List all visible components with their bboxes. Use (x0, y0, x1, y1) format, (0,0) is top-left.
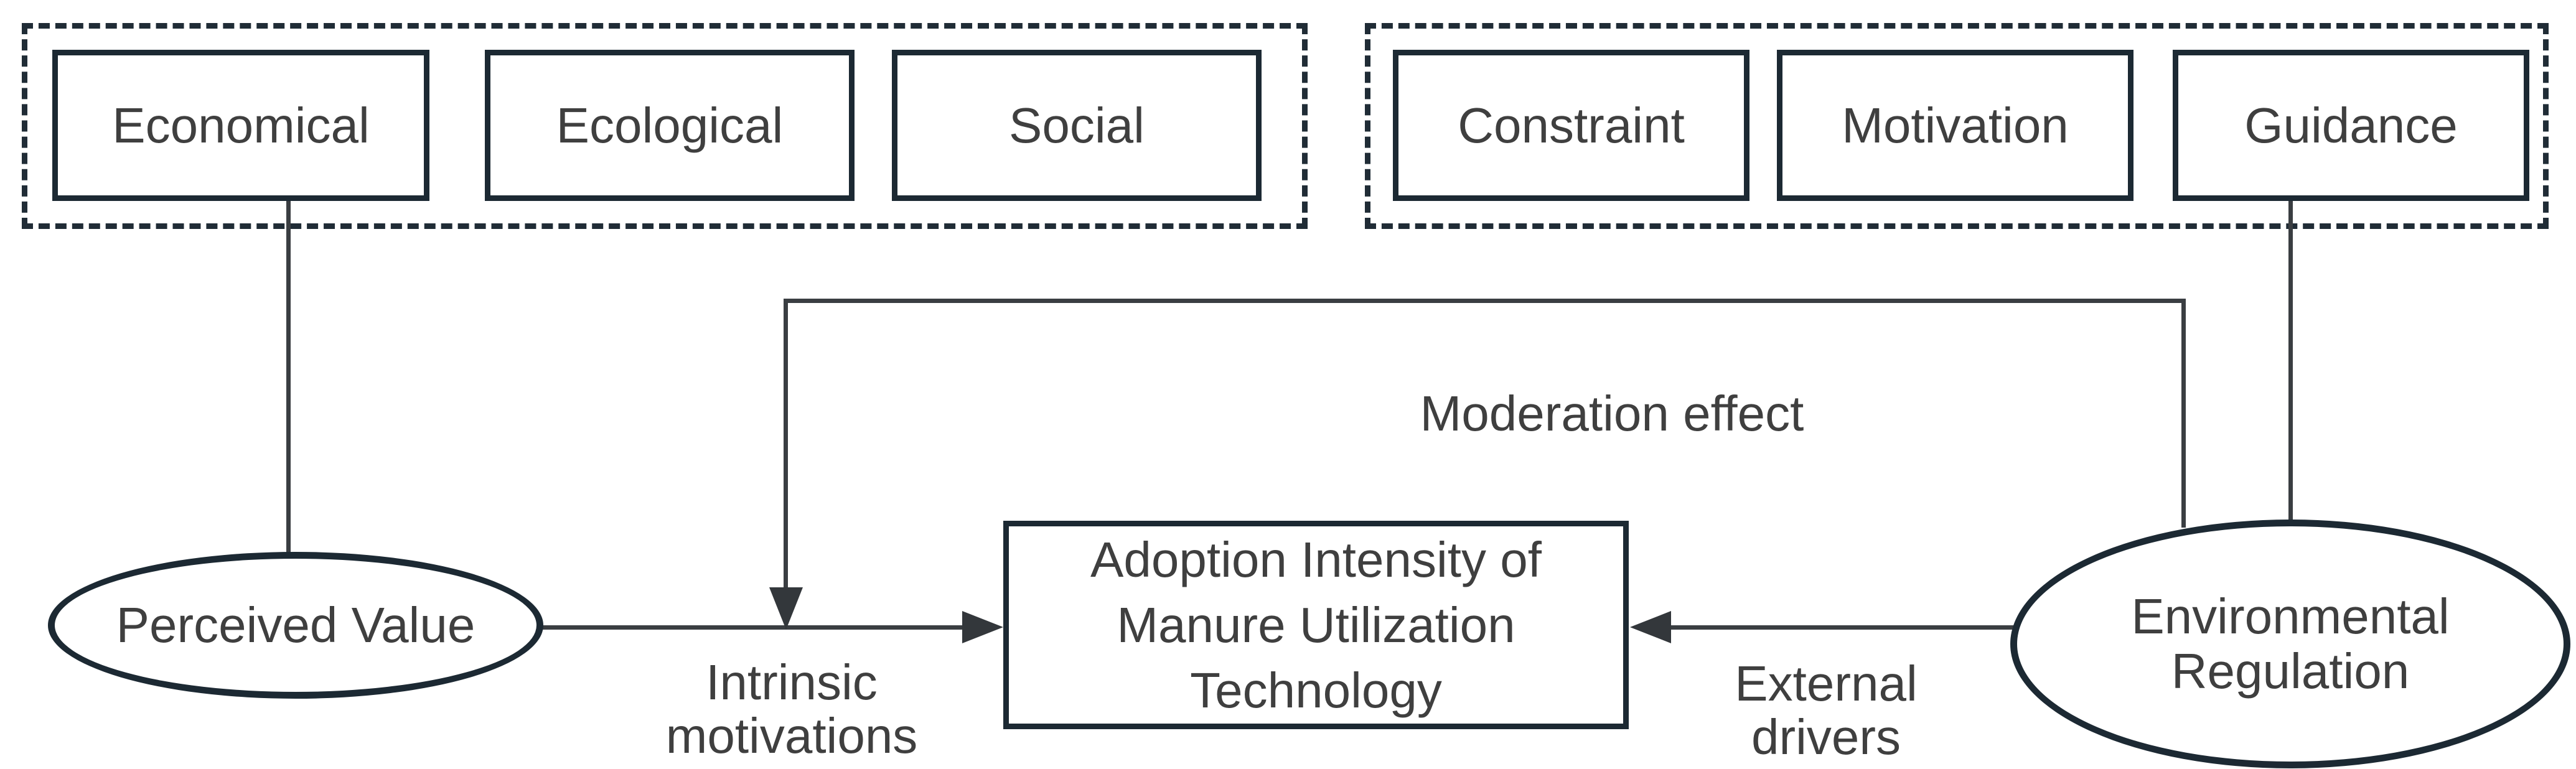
arrowhead-right-icon (962, 611, 1003, 643)
node-environmental-regulation: Environmental Regulation (2010, 520, 2570, 768)
node-adoption-intensity: Adoption Intensity of Manure Utilization… (1003, 521, 1629, 729)
box-economical: Economical (52, 50, 429, 201)
moderation-line-vertical-right (2181, 299, 2186, 528)
box-motivation: Motivation (1777, 50, 2133, 201)
label-external-line2: drivers (1751, 709, 1901, 765)
node-adoption-intensity-line3: Technology (1190, 663, 1442, 718)
environmental-regulation-dimensions-group (1365, 23, 2549, 229)
label-external-drivers: External drivers (1735, 657, 1917, 764)
node-environmental-regulation-line2: Regulation (2171, 643, 2410, 699)
node-environmental-regulation-line1: Environmental (2131, 589, 2450, 644)
label-external-line1: External (1735, 656, 1918, 711)
node-adoption-intensity-line1: Adoption Intensity of (1090, 532, 1542, 587)
connector-guidance-to-regulation (2288, 201, 2293, 520)
box-social: Social (892, 50, 1262, 201)
node-adoption-intensity-line2: Manure Utilization (1117, 597, 1515, 653)
connector-dimensions-to-perceived-value (286, 201, 291, 553)
node-perceived-value: Perceived Value (48, 552, 543, 699)
label-intrinsic-line1: Intrinsic (706, 655, 878, 710)
box-constraint: Constraint (1393, 50, 1749, 201)
box-guidance: Guidance (2173, 50, 2529, 201)
arrow-perceived-to-adoption-line (540, 625, 967, 630)
label-moderation-effect: Moderation effect (1420, 386, 1804, 441)
arrowhead-down-icon (769, 587, 803, 630)
label-intrinsic-motivations: Intrinsic motivations (666, 656, 918, 763)
arrow-regulation-to-adoption-line (1669, 625, 2015, 630)
arrowhead-left-icon (1630, 611, 1671, 643)
moderation-line-vertical-left (784, 299, 788, 589)
box-ecological: Ecological (485, 50, 855, 201)
perceived-value-dimensions-group (22, 23, 1308, 229)
node-perceived-value-label: Perceived Value (116, 597, 475, 653)
label-intrinsic-line2: motivations (665, 708, 918, 763)
moderation-line-horizontal (784, 299, 2186, 303)
